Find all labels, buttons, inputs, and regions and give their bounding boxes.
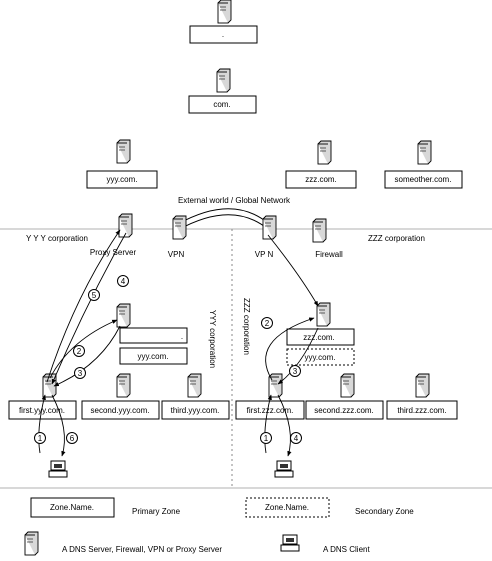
zzz-host-box: [386, 400, 458, 420]
zzz-secondary-zone-label: yyy.com.: [305, 353, 336, 362]
proxy-server-label: Proxy Server: [90, 248, 137, 257]
step-marker: 3: [289, 365, 301, 377]
step-marker: 4: [117, 275, 129, 287]
server-icon: [216, 68, 231, 93]
server-icon: [417, 140, 432, 165]
yyy-host-box: [161, 400, 230, 420]
yyy-client-query: [38, 394, 46, 454]
zzz-client-reply: [277, 394, 292, 457]
server-icon: [187, 373, 202, 398]
zzz-host-label: third.zzz.com.: [397, 406, 446, 415]
legend-primary-sample: Zone.Name.: [50, 503, 94, 512]
server-icon: [340, 373, 355, 398]
yyy-internal-domain-label: yyy.com.: [138, 352, 169, 361]
yyy-internal-query: [49, 319, 118, 379]
step-marker: 1: [34, 432, 46, 444]
zzz-vpn-label: VP N: [255, 250, 274, 259]
yyy-internal-root-label: .: [181, 332, 183, 341]
yyy-host-box: [81, 400, 160, 420]
legend-secondary-label: Secondary Zone: [355, 507, 414, 516]
yyy-host-label: second.yyy.com.: [91, 406, 150, 415]
zzz-tld-label: zzz.com.: [305, 175, 337, 184]
server-icon: [24, 531, 39, 556]
other-tld-box: [384, 170, 463, 189]
com-zone-label: com.: [213, 100, 230, 109]
step-marker: 6: [66, 432, 78, 444]
server-icon: [116, 303, 131, 328]
server-icon: [116, 139, 131, 164]
dns-client-icon: [48, 460, 68, 478]
yyy-internal-domain-box: [119, 347, 188, 365]
zzz-internal-reply: [277, 327, 319, 385]
svg-text:5: 5: [92, 291, 97, 300]
firewall-label: Firewall: [315, 250, 343, 259]
legend-primary-sample-box: [30, 497, 115, 518]
dns-client-icon: [274, 460, 294, 478]
svg-text:1: 1: [38, 434, 43, 443]
yyy-query-to-proxy: [46, 229, 121, 383]
zzz-secondary-zone-box: [286, 348, 355, 366]
step-marker: 5: [88, 289, 100, 301]
dns-client-icon: [280, 534, 300, 552]
yyy-vpn-label: VPN: [168, 250, 185, 259]
zzz-client-query: [264, 394, 272, 454]
step-marker: 2: [261, 317, 273, 329]
server-icon: [312, 218, 327, 243]
zzz-host-label: first.zzz.com.: [247, 406, 294, 415]
legend-secondary-sample: Zone.Name.: [265, 503, 309, 512]
yyy-host-label: third.yyy.com.: [171, 406, 220, 415]
server-icon: [217, 0, 232, 24]
server-icon: [172, 215, 187, 240]
legend-secondary-sample-box: [245, 497, 330, 518]
legend-primary-label: Primary Zone: [132, 507, 181, 516]
root-zone-box: [189, 25, 258, 44]
yyy-host-box: [8, 400, 77, 420]
server-icon: [316, 302, 331, 327]
svg-text:2: 2: [77, 347, 82, 356]
root-zone-label: .: [222, 30, 224, 39]
server-icon: [317, 140, 332, 165]
step-marker: 3: [74, 367, 86, 379]
zzz-host-box: [235, 400, 305, 420]
vpn-tunnel-arc: [177, 208, 269, 225]
zzz-corporation-label: ZZZ corporation: [368, 234, 425, 243]
svg-text:1: 1: [264, 434, 269, 443]
zzz-internal-domain-box: [286, 328, 355, 346]
yyy-host-label: first.yyy.com.: [19, 406, 65, 415]
zzz-tld-box: [285, 170, 357, 189]
yyy-query-return: [51, 232, 127, 385]
yyy-internal-reply: [53, 325, 121, 387]
svg-text:4: 4: [121, 277, 126, 286]
step-marker: 1: [260, 432, 272, 444]
legend-client-label: A DNS Client: [323, 545, 370, 554]
other-tld-label: someother.com.: [395, 175, 452, 184]
svg-text:3: 3: [78, 369, 83, 378]
yyy-tld-box: [86, 170, 158, 189]
yyy-internal-root-box: [119, 327, 188, 344]
server-icon: [116, 373, 131, 398]
zzz-vpn-path: [267, 234, 319, 307]
legend-server-label: A DNS Server, Firewall, VPN or Proxy Ser…: [62, 545, 222, 554]
svg-text:6: 6: [70, 434, 75, 443]
global-network-title: External world / Global Network: [178, 196, 291, 205]
step-marker: 4: [290, 432, 302, 444]
zzz-internal-query: [265, 317, 315, 381]
zzz-host-label: second.zzz.com.: [314, 406, 374, 415]
com-zone-box: [188, 95, 257, 114]
zzz-vertical-label: ZZZ corporation: [242, 298, 251, 355]
yyy-client-reply: [51, 394, 66, 457]
step-marker: 2: [73, 345, 85, 357]
svg-text:4: 4: [294, 434, 299, 443]
zzz-internal-domain-label: zzz.com.: [303, 333, 335, 342]
yyy-vertical-label: YYY corporation: [208, 310, 217, 368]
server-icon: [415, 373, 430, 398]
vpn-tunnel-arc-inner: [177, 214, 269, 231]
server-icon: [262, 215, 277, 240]
yyy-tld-label: yyy.com.: [107, 175, 138, 184]
zzz-host-box: [305, 400, 384, 420]
svg-text:2: 2: [265, 319, 270, 328]
yyy-corporation-label: Y Y Y corporation: [26, 234, 88, 243]
svg-text:3: 3: [293, 367, 298, 376]
